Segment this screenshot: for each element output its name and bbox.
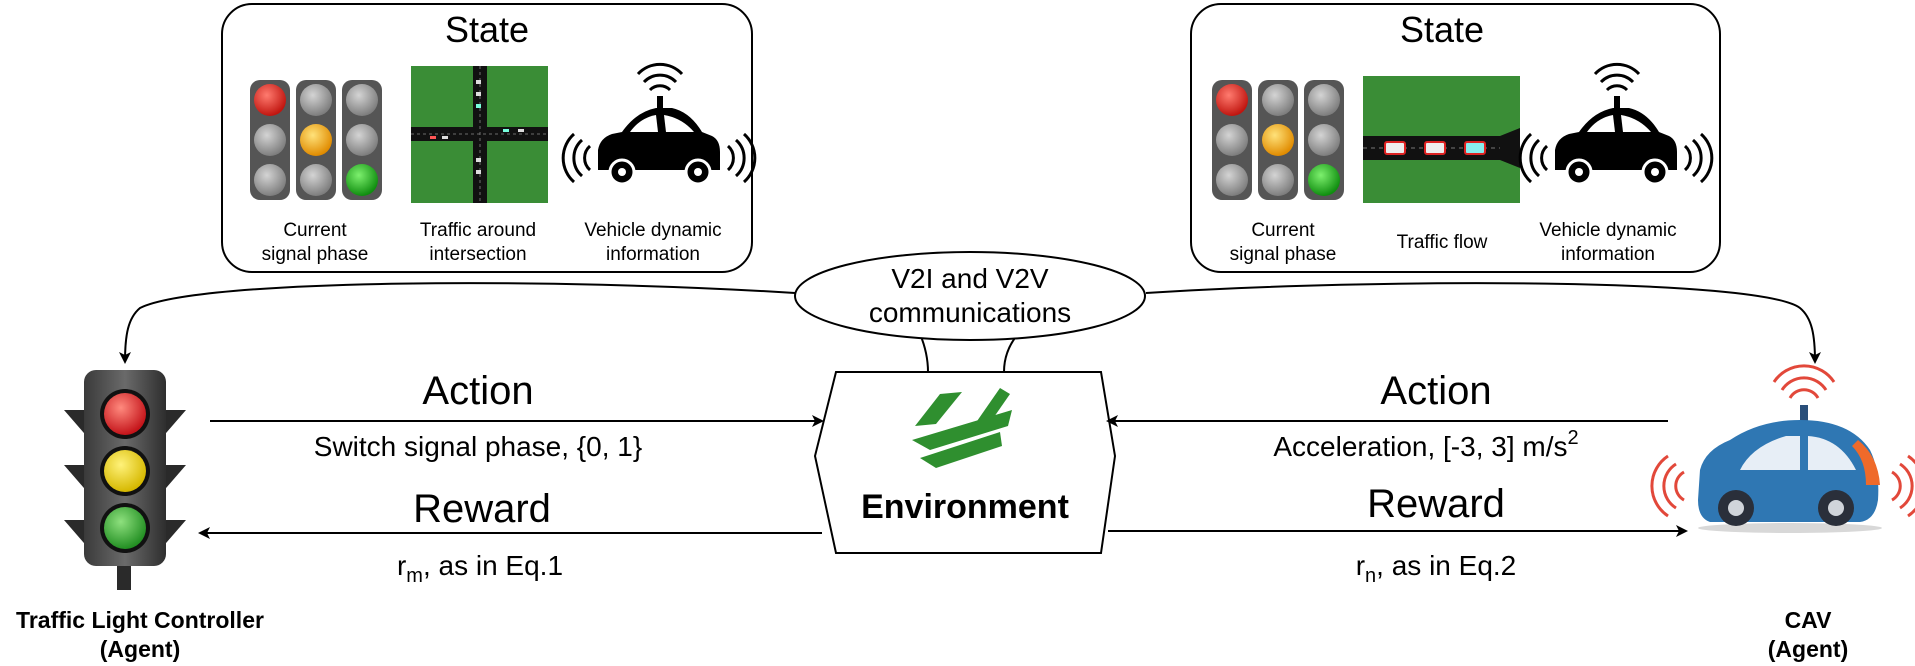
left-state-panel: State: [221, 3, 757, 273]
left-reward-label: Reward: [413, 487, 551, 531]
right-connected-vehicle-icon: [1518, 62, 1714, 186]
left-caption-traffic-line2: intersection: [429, 244, 526, 265]
left-caption-vehicle-line2: information: [606, 244, 700, 265]
left-action-label: Action: [422, 369, 533, 413]
right-action-superscript: 2: [1567, 427, 1578, 449]
right-reward-subscript: n: [1365, 565, 1376, 587]
right-caption-traffic-line1: Traffic flow: [1397, 232, 1488, 253]
right-reward-suffix: , as in Eq.2: [1376, 550, 1516, 581]
right-reward-label: Reward: [1367, 482, 1505, 526]
left-connected-vehicle-icon: [561, 62, 757, 186]
left-reward-suffix: , as in Eq.1: [423, 550, 563, 581]
cav-agent-icon: [1650, 364, 1915, 533]
left-caption-vehicle-line1: Vehicle dynamic: [584, 220, 721, 241]
communications-line2: communications: [869, 297, 1071, 328]
right-caption-vehicle-line2: information: [1561, 244, 1655, 265]
traffic-light-agent-label-line2: (Agent): [100, 636, 180, 662]
right-action-detail-text: Acceleration, [-3, 3] m/s: [1273, 431, 1567, 462]
right-reward-detail: rn, as in Eq.2: [1356, 550, 1517, 587]
state-arrow-to-cav: [1145, 282, 1821, 364]
left-reward-subscript: m: [406, 565, 423, 587]
cav-agent-label-line1: CAV: [1785, 607, 1833, 633]
communications-ellipse: V2I and V2V communications: [794, 251, 1146, 341]
left-signal-phase-icon: [250, 80, 382, 200]
communications-line1: V2I and V2V: [891, 263, 1049, 294]
traffic-light-agent-icon: [64, 370, 186, 590]
right-reward-symbol: r: [1356, 550, 1365, 581]
left-caption-signal-line2: signal phase: [262, 244, 369, 265]
environment-label: Environment: [861, 488, 1069, 526]
right-action-detail: Acceleration, [-3, 3] m/s2: [1273, 427, 1578, 462]
right-state-panel: State: [1190, 3, 1721, 273]
environment-logo-icon: [912, 388, 1012, 468]
traffic-light-agent-label-line1: Traffic Light Controller: [16, 607, 264, 633]
intersection-traffic-icon: [411, 66, 548, 203]
left-reward-symbol: r: [397, 550, 406, 581]
left-action-detail: Switch signal phase, {0, 1}: [314, 431, 642, 462]
right-caption-signal-line2: signal phase: [1230, 244, 1337, 265]
right-state-title: State: [1400, 9, 1484, 50]
right-caption-signal-line1: Current: [1251, 220, 1315, 241]
left-caption-traffic-line1: Traffic around: [420, 220, 536, 241]
right-caption-vehicle-line1: Vehicle dynamic: [1539, 220, 1676, 241]
state-arrow-to-traffic-light: [119, 282, 796, 364]
left-state-title: State: [445, 9, 529, 50]
cav-agent-label-line2: (Agent): [1768, 636, 1848, 662]
traffic-flow-icon: [1363, 76, 1520, 203]
right-action-label: Action: [1380, 369, 1491, 413]
environment-node: Environment: [813, 371, 1117, 554]
right-signal-phase-icon: [1212, 80, 1344, 200]
left-reward-detail: rm, as in Eq.1: [397, 550, 563, 587]
left-caption-signal-line1: Current: [283, 220, 347, 241]
